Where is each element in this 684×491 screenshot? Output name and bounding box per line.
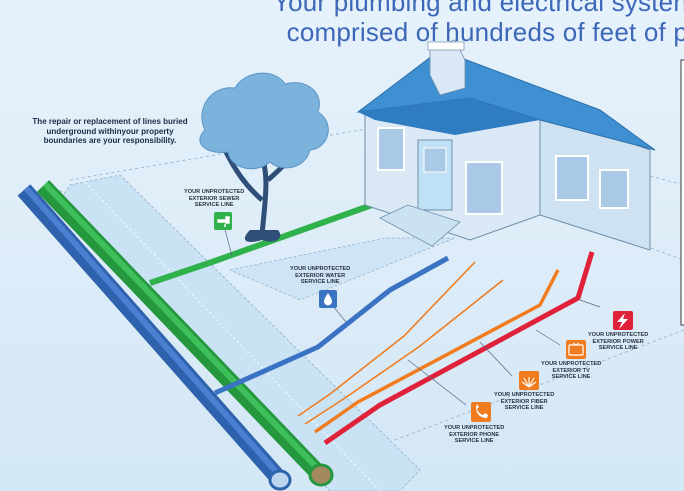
main-water-line-highlight	[23, 186, 281, 476]
lightning-bolt-icon	[613, 311, 633, 330]
phone-line-label: YOUR UNPROTECTED EXTERIOR PHONE SERVICE …	[444, 425, 505, 445]
sewer-service-line	[149, 202, 374, 286]
tree	[199, 72, 329, 242]
phone-handset-icon	[471, 402, 491, 422]
tv-line-label: YOUR UNPROTECTED EXTERIOR TV SERVICE LIN…	[541, 361, 602, 381]
water-line-label: YOUR UNPROTECTED EXTERIOR WATER SERVICE …	[290, 266, 351, 286]
responsibility-note: The repair or replacement of lines burie…	[32, 117, 188, 145]
fiber-burst-icon	[519, 371, 539, 390]
faucet-icon	[214, 212, 232, 230]
tv-service-line	[313, 269, 560, 434]
house	[356, 39, 656, 251]
fiber-service-line	[304, 279, 504, 425]
water-drop-icon	[319, 290, 337, 308]
water-service-line	[213, 255, 450, 396]
headline-line-1: Your plumbing and electrical systen	[272, 0, 684, 17]
side-panel-edge	[680, 59, 684, 326]
headline-line-2: comprised of hundreds of feet of p	[286, 17, 684, 47]
main-water-pipe-end	[268, 469, 292, 491]
main-sewer-pipe-end	[308, 463, 334, 487]
tv-icon	[566, 340, 586, 359]
fiber-line-label: YOUR UNPROTECTED EXTERIOR FIBER SERVICE …	[494, 392, 555, 412]
phone-service-line	[297, 261, 476, 417]
front-path	[228, 237, 456, 301]
sewer-line-label: YOUR UNPROTECTED EXTERIOR SEWER SERVICE …	[184, 189, 245, 209]
power-service-line	[323, 251, 595, 446]
main-sewer-line-highlight	[42, 181, 322, 473]
power-line-label: YOUR UNPROTECTED EXTERIOR POWER SERVICE …	[588, 332, 649, 352]
